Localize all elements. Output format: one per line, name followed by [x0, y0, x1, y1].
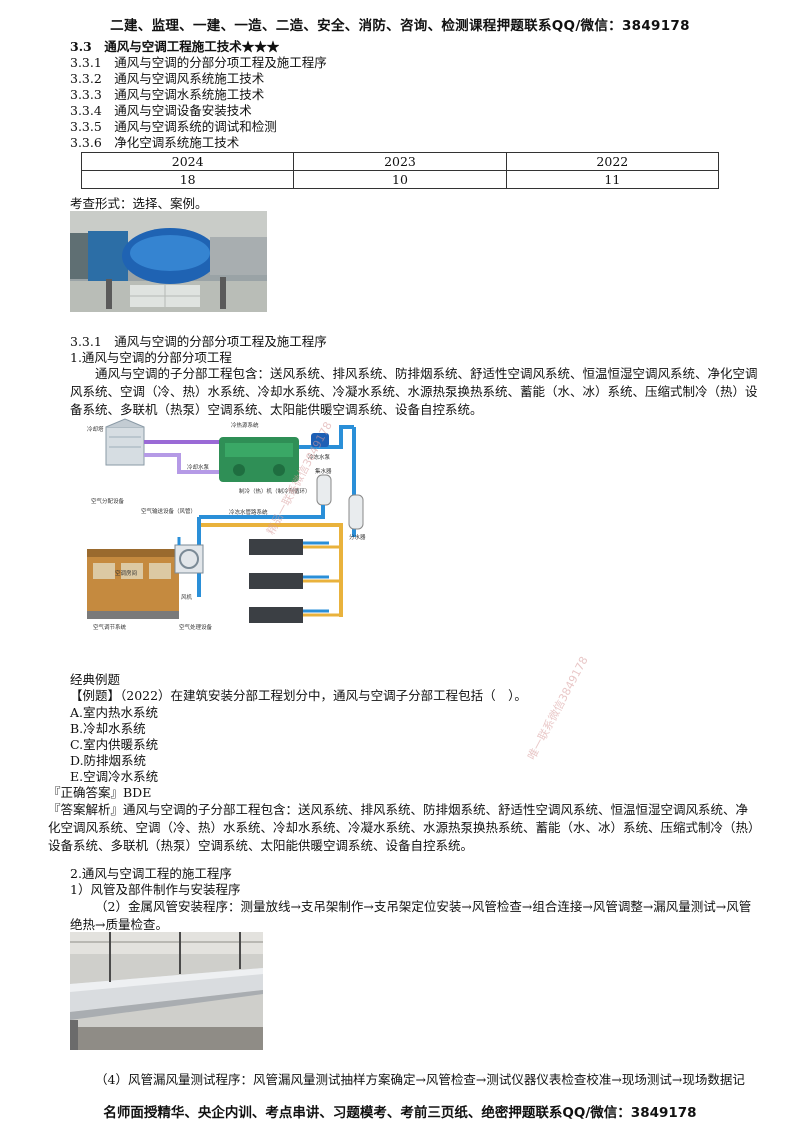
option: E.空调冷水系统 — [70, 769, 159, 784]
hvac-system-diagram: 冷却塔 冷却水泵 冷热源系统 制冷（热）机（制冷剂循环） 冷冻水泵 集水器 分水… — [79, 417, 381, 637]
fan-label: 风机 — [181, 593, 193, 601]
air-handling-label: 空气处理设备 — [179, 623, 213, 631]
fan-photo — [70, 211, 267, 312]
toc-item: 3.3.3 通风与空调水系统施工技术 — [70, 87, 265, 102]
year-cell: 2023 — [293, 152, 507, 171]
subsection-heading: 1）风管及部件制作与安装程序 — [70, 882, 241, 897]
supply-tank-label: 集水器 — [315, 467, 332, 475]
score-cell: 11 — [505, 170, 720, 189]
year-cell: 2024 — [80, 152, 295, 171]
page-footer: 名师面授精华、央企内训、考点串讲、习题模考、考前三页纸、绝密押题联系QQ/微信：… — [103, 1105, 697, 1121]
answer-analysis: 『答案解析』通风与空调的子分部工程包含：送风系统、排风系统、防排烟系统、舒适性空… — [48, 802, 755, 853]
exam-score-table: 2024 2023 2022 18 10 11 — [80, 152, 720, 189]
subsection-heading: 1.通风与空调的分部分项工程 — [70, 350, 232, 365]
example-question: 【例题】（2022）在建筑安装分部工程划分中，通风与空调子分部工程包括（ ）。 — [70, 688, 527, 703]
cooling-tower-label: 冷却塔 — [87, 425, 104, 433]
table-row: 2024 2023 2022 — [80, 152, 720, 171]
subsection-title: 3.3.1 通风与空调的分部分项工程及施工程序 — [70, 334, 327, 349]
toc-item: 3.3.6 净化空调系统施工技术 — [70, 135, 240, 150]
score-cell: 18 — [80, 170, 295, 189]
paragraph: 通风与空调的子分部工程包含：送风系统、排风系统、防排烟系统、舒适性空调风系统、恒… — [70, 366, 758, 417]
paragraph: （4）风管漏风量测试程序：风管漏风量测试抽样方案确定→风管检查→测试仪器仪表检查… — [95, 1072, 745, 1087]
toc-item: 3.3.5 通风与空调系统的调试和检测 — [70, 119, 277, 134]
year-cell: 2022 — [505, 152, 720, 171]
air-dist-label: 空气分配设备 — [91, 497, 125, 505]
page-header: 二建、监理、一建、一造、二造、安全、消防、咨询、检测课程押题联系QQ/微信：38… — [110, 18, 690, 34]
option: A.室内热水系统 — [70, 705, 159, 720]
chiller-label: 制冷（热）机（制冷剂循环） — [239, 487, 311, 495]
heat-source-label: 冷热源系统 — [231, 421, 259, 429]
exam-form: 考查形式：选择、案例。 — [70, 196, 208, 211]
correct-answer: 『正确答案』BDE — [48, 785, 152, 800]
toc-item: 3.3.2 通风与空调风系统施工技术 — [70, 71, 265, 86]
score-cell: 10 — [293, 170, 507, 189]
example-heading: 经典例题 — [70, 672, 121, 687]
option: B.冷却水系统 — [70, 721, 146, 736]
return-tank-label: 分水器 — [349, 533, 366, 541]
section-title: 3.3 通风与空调工程施工技术★★★ — [70, 39, 280, 54]
cooling-pump-label: 冷却水泵 — [187, 463, 210, 471]
table-row: 18 10 11 — [80, 170, 720, 189]
subsection-heading: 2.通风与空调工程的施工程序 — [70, 866, 232, 881]
paragraph: （2）金属风管安装程序：测量放线→支吊架制作→支吊架定位安装→风管检查→组合连接… — [70, 899, 752, 932]
room-label: 空调房间 — [115, 569, 137, 577]
toc-item: 3.3.1 通风与空调的分部分项工程及施工程序 — [70, 55, 327, 70]
toc-item: 3.3.4 通风与空调设备安装技术 — [70, 103, 252, 118]
option: C.室内供暖系统 — [70, 737, 159, 752]
duct-photo — [70, 932, 263, 1050]
air-system-label: 空气调节系统 — [93, 623, 127, 631]
chilled-pump-label: 冷冻水泵 — [308, 453, 331, 461]
watermark: 唯一联系微信3849178 — [525, 654, 591, 763]
air-transport-label: 空气输送设备（风管） — [141, 507, 196, 515]
option: D.防排烟系统 — [70, 753, 147, 768]
water-supply-label: 冷冻水管路系统 — [229, 508, 268, 516]
